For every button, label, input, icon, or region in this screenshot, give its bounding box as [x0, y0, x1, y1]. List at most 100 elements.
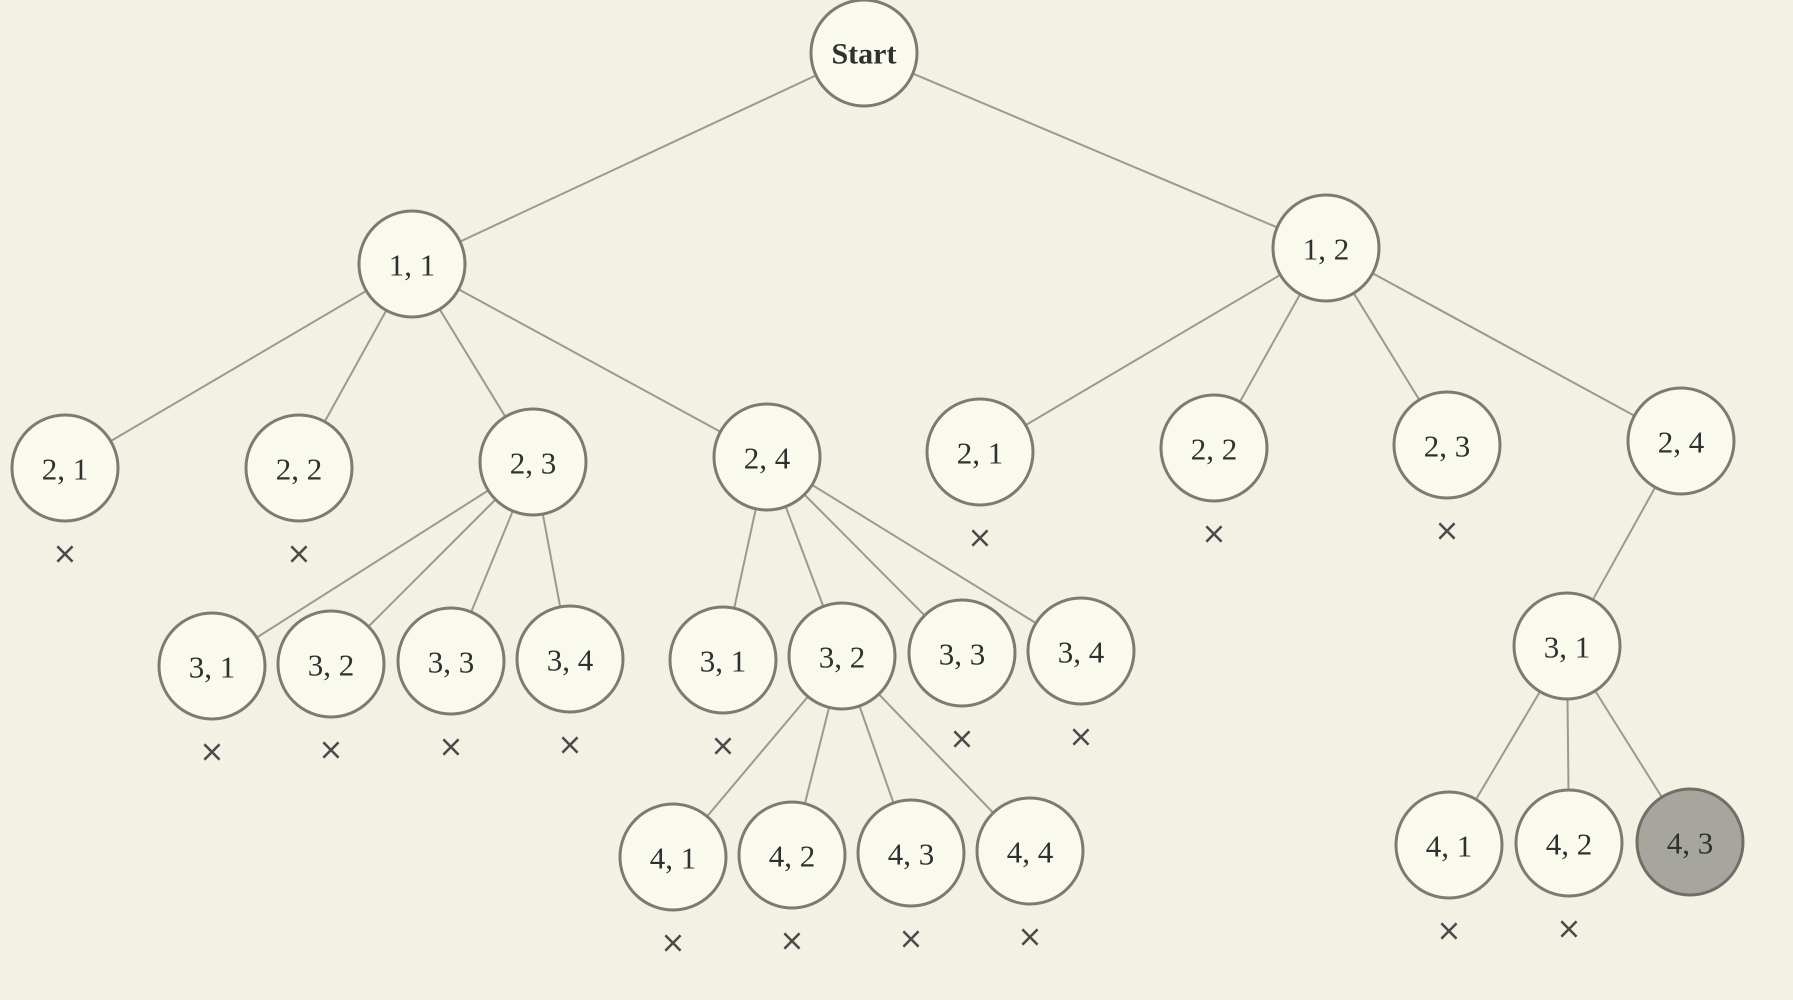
tree-node: 2, 3: [1392, 390, 1502, 500]
tree-node: 3, 4: [1026, 596, 1136, 706]
tree-edge: [110, 290, 367, 442]
node-label: 1, 1: [389, 248, 436, 283]
tree-edge: [733, 508, 757, 609]
pruned-x-icon: ×: [967, 521, 992, 556]
node-label: 3, 4: [547, 643, 594, 678]
node-label: 3, 3: [939, 637, 986, 672]
pruned-x-icon: ×: [318, 733, 343, 768]
tree-node: 3, 2: [787, 601, 897, 711]
pruned-x-icon: ×: [1017, 920, 1042, 955]
node-label: 4, 2: [1546, 827, 1593, 862]
node-circle: [244, 413, 354, 523]
tree-node: 3, 1: [157, 611, 267, 721]
node-circle: [975, 796, 1085, 906]
node-label: 2, 3: [1424, 429, 1471, 464]
pruned-x-icon: ×: [1201, 517, 1226, 552]
tree-node: 4, 4: [975, 796, 1085, 906]
node-label: 4, 3: [888, 837, 935, 872]
pruned-x-icon: ×: [660, 926, 685, 961]
tree-edge: [256, 489, 489, 639]
tree-edge: [1352, 292, 1421, 401]
node-circle: [787, 601, 897, 711]
node-label: 3, 1: [189, 650, 236, 685]
pruned-x-icon: ×: [199, 735, 224, 770]
node-label: 2, 1: [957, 436, 1004, 471]
tree-node: 3, 3: [907, 598, 1017, 708]
tree-edge: [1591, 486, 1657, 601]
tree-node: 3, 2: [276, 609, 386, 719]
tree-edge: [367, 498, 497, 628]
node-circle: [1512, 591, 1622, 701]
start-node: Start: [809, 0, 919, 108]
tree-node: 2, 2: [1159, 393, 1269, 503]
tree-edge: [811, 484, 1037, 624]
tree-node: 2, 1: [925, 397, 1035, 507]
tree-edge: [1594, 690, 1663, 798]
node-label: 4, 4: [1007, 835, 1054, 870]
tree-edge: [459, 74, 817, 243]
node-circle: [1026, 596, 1136, 706]
tree-node: 4, 3: [856, 798, 966, 908]
pruned-x-icon: ×: [710, 729, 735, 764]
pruned-x-icon: ×: [898, 922, 923, 957]
tree-node: 3, 1: [668, 605, 778, 715]
prune-marks: ××××××××××××××××××: [52, 514, 1581, 961]
node-label: 2, 3: [510, 446, 557, 481]
tree-node: 2, 1: [10, 413, 120, 523]
pruned-x-icon: ×: [779, 924, 804, 959]
node-circle: [809, 0, 919, 108]
node-circle: [276, 609, 386, 719]
node-label: 3, 3: [428, 645, 475, 680]
tree-node: 2, 3: [478, 407, 588, 517]
tree-edge: [878, 693, 994, 814]
node-label: 4, 1: [650, 841, 697, 876]
pruned-x-icon: ×: [557, 728, 582, 763]
tree-edge: [784, 506, 825, 607]
node-circle: [10, 413, 120, 523]
tree-edge: [858, 705, 895, 804]
node-label: 3, 4: [1058, 635, 1105, 670]
node-circle: [1514, 788, 1624, 898]
pruned-x-icon: ×: [1434, 514, 1459, 549]
tree-edges: [110, 72, 1663, 818]
tree-edge: [438, 308, 507, 418]
tree-node: 1, 2: [1271, 193, 1381, 303]
tree-node: 4, 2: [1514, 788, 1624, 898]
pruned-x-icon: ×: [949, 722, 974, 757]
node-label: 2, 4: [744, 441, 791, 476]
tree-node: 2, 4: [1626, 386, 1736, 496]
node-circle: [618, 802, 728, 912]
node-label: 2, 1: [42, 452, 89, 487]
tree-edge: [458, 288, 721, 433]
node-circle: [478, 407, 588, 517]
tree-node: 1, 1: [357, 209, 467, 319]
tree-edge: [803, 493, 926, 617]
node-circle: [856, 798, 966, 908]
node-label: 3, 1: [700, 644, 747, 679]
node-circle: [1626, 386, 1736, 496]
node-circle: [1159, 393, 1269, 503]
tree-node: 2, 2: [244, 413, 354, 523]
pruned-x-icon: ×: [52, 537, 77, 572]
tree-node: 3, 3: [396, 606, 506, 716]
tree-nodes: 2, 1 2, 2 3, 1 3, 2 3, 3 3, 4 2, 3 3, 1 4, 1 4, 2…: [10, 0, 1745, 912]
tree-node: 3, 1: [1512, 591, 1622, 701]
node-circle: [157, 611, 267, 721]
node-label: 3, 2: [819, 640, 866, 675]
tree-node: 4, 2: [737, 800, 847, 910]
pruned-x-icon: ×: [438, 730, 463, 765]
node-circle: [907, 598, 1017, 708]
node-circle: [515, 604, 625, 714]
node-label: 4, 1: [1426, 829, 1473, 864]
node-label: 2, 2: [1191, 432, 1238, 467]
tree-edge: [1025, 274, 1281, 426]
pruned-x-icon: ×: [1436, 914, 1461, 949]
node-circle: [925, 397, 1035, 507]
node-label: Start: [832, 38, 897, 71]
pruned-x-icon: ×: [1556, 912, 1581, 947]
pruned-x-icon: ×: [286, 537, 311, 572]
node-label: 2, 2: [276, 452, 323, 487]
node-circle: [1271, 193, 1381, 303]
tree-node: 3, 4: [515, 604, 625, 714]
tree-node: 2, 4: [712, 402, 822, 512]
